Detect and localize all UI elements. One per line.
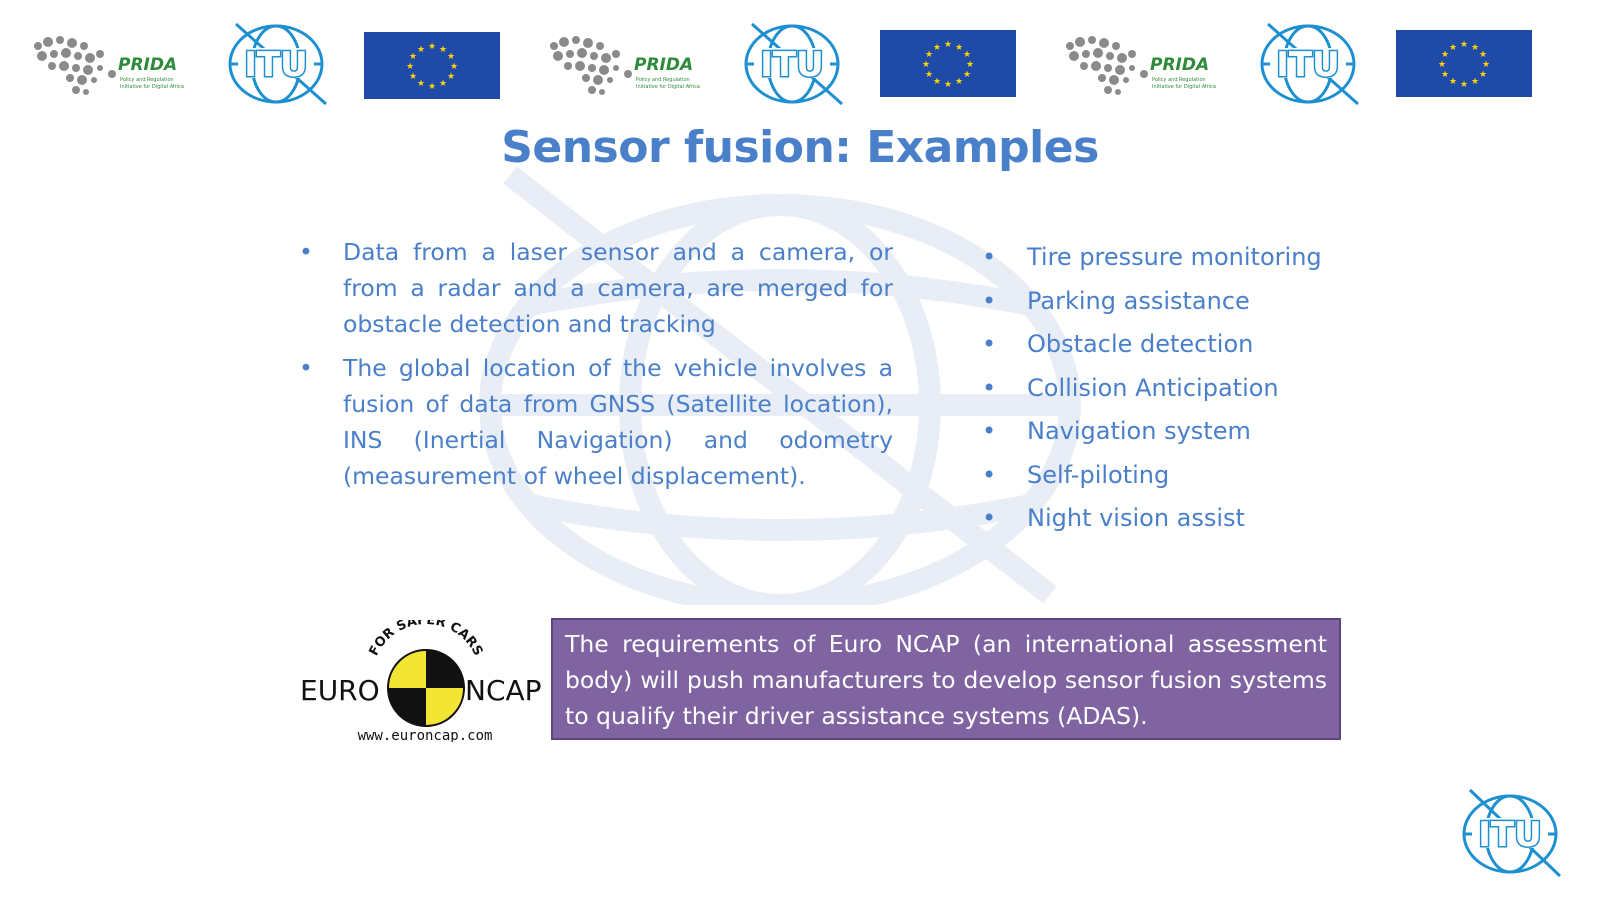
svg-text:★: ★	[963, 70, 971, 80]
svg-text:★: ★	[925, 50, 933, 60]
svg-text:★: ★	[1441, 70, 1449, 80]
svg-text:★: ★	[933, 77, 941, 87]
svg-text:★: ★	[1471, 77, 1479, 87]
svg-text:★: ★	[925, 70, 933, 80]
list-item: •Self-piloting	[982, 454, 1447, 498]
list-item: •Collision Anticipation	[982, 367, 1447, 411]
bullet-icon: •	[299, 354, 313, 382]
svg-text:PRIDA: PRIDA	[634, 55, 693, 75]
svg-text:★: ★	[409, 52, 417, 62]
svg-text:★: ★	[955, 77, 963, 87]
svg-text:Policy and Regulation: Policy and Regulation	[1152, 77, 1206, 83]
eu-flag: ★★★★★★ ★★★★★★	[364, 32, 500, 99]
bullet-icon: •	[982, 460, 997, 489]
svg-text:★: ★	[1482, 60, 1490, 70]
svg-text:★: ★	[955, 43, 963, 53]
svg-text:★: ★	[417, 45, 425, 55]
euroncap-logo: FOR SAFER CARS EURO NCAP www.euroncap.co…	[300, 620, 542, 742]
svg-text:PRIDA: PRIDA	[1150, 55, 1209, 75]
itu-logo: ITU	[228, 22, 327, 106]
svg-text:★: ★	[966, 60, 974, 70]
left-bullet-list: • Data from a laser sensor and a camera,…	[299, 234, 893, 502]
itu-logo: ITU	[1462, 788, 1562, 878]
svg-text:★: ★	[447, 52, 455, 62]
svg-text:Policy and Regulation: Policy and Regulation	[120, 77, 174, 83]
slide-title: Sensor fusion: Examples	[501, 122, 1099, 173]
svg-text:★: ★	[1441, 50, 1449, 60]
bullet-icon: •	[982, 286, 997, 315]
svg-text:★: ★	[447, 72, 455, 82]
eu-flag: ★★★★★★ ★★★★★★	[1396, 30, 1532, 97]
itu-watermark-icon	[479, 166, 1081, 605]
list-item: • The global location of the vehicle inv…	[299, 350, 893, 494]
svg-text:Initiative for Digital Africa: Initiative for Digital Africa	[1152, 84, 1216, 90]
svg-text:★: ★	[1449, 77, 1457, 87]
svg-text:ITU: ITU	[1478, 815, 1541, 855]
svg-text:★: ★	[1471, 43, 1479, 53]
svg-text:★: ★	[450, 62, 458, 72]
svg-text:★: ★	[409, 72, 417, 82]
bullet-icon: •	[982, 243, 997, 271]
prida-logo: PRIDA Policy and Regulation Initiative f…	[34, 36, 184, 95]
svg-text:www.euroncap.com: www.euroncap.com	[358, 728, 493, 742]
svg-text:★: ★	[439, 45, 447, 55]
svg-text:★: ★	[417, 79, 425, 89]
prida-logo: PRIDA Policy and Regulation Initiative f…	[1066, 36, 1216, 95]
svg-text:★: ★	[1449, 43, 1457, 53]
svg-text:EURO: EURO	[300, 674, 380, 707]
list-item: •Obstacle detection	[982, 323, 1447, 367]
list-item: •Tire pressure monitoring	[982, 236, 1447, 280]
header-logos: PRIDA Policy and Regulation Initiative f…	[0, 18, 1600, 110]
list-item: •Navigation system	[982, 410, 1447, 454]
svg-text:★: ★	[406, 62, 414, 72]
list-item: •Parking assistance	[982, 280, 1447, 324]
bullet-icon: •	[982, 504, 997, 532]
info-callout-box: The requirements of Euro NCAP (an intern…	[551, 618, 1341, 740]
svg-text:★: ★	[1479, 50, 1487, 60]
bullet-icon: •	[982, 330, 997, 358]
svg-text:ITU: ITU	[244, 45, 307, 85]
prida-logo: PRIDA Policy and Regulation Initiative f…	[550, 36, 700, 95]
svg-text:Initiative for Digital Africa: Initiative for Digital Africa	[636, 84, 700, 90]
eu-flag: ★★★★★★ ★★★★★★	[880, 30, 1016, 97]
bullet-icon: •	[299, 238, 313, 266]
bullet-icon: •	[982, 417, 997, 445]
svg-text:★: ★	[428, 42, 436, 52]
itu-logo: ITU	[1260, 22, 1359, 106]
svg-text:★: ★	[944, 80, 952, 90]
right-bullet-list: •Tire pressure monitoring •Parking assis…	[982, 236, 1447, 541]
svg-text:★: ★	[1460, 40, 1468, 50]
svg-text:Policy and Regulation: Policy and Regulation	[636, 77, 690, 83]
svg-text:★: ★	[1438, 60, 1446, 70]
bullet-icon: •	[982, 373, 997, 402]
svg-text:ITU: ITU	[1276, 45, 1339, 85]
svg-text:★: ★	[944, 40, 952, 50]
list-item: •Night vision assist	[982, 497, 1447, 541]
svg-text:★: ★	[933, 43, 941, 53]
svg-text:★: ★	[439, 79, 447, 89]
svg-text:Initiative for Digital Africa: Initiative for Digital Africa	[120, 84, 184, 90]
svg-text:★: ★	[1460, 80, 1468, 90]
svg-text:ITU: ITU	[760, 45, 823, 85]
svg-text:★: ★	[1479, 70, 1487, 80]
svg-text:★: ★	[428, 82, 436, 92]
list-item: • Data from a laser sensor and a camera,…	[299, 234, 893, 342]
svg-text:★: ★	[963, 50, 971, 60]
prida-name-text: PRIDA	[118, 55, 177, 75]
svg-text:NCAP: NCAP	[465, 674, 542, 707]
svg-text:★: ★	[922, 60, 930, 70]
itu-logo: ITU	[744, 22, 843, 106]
